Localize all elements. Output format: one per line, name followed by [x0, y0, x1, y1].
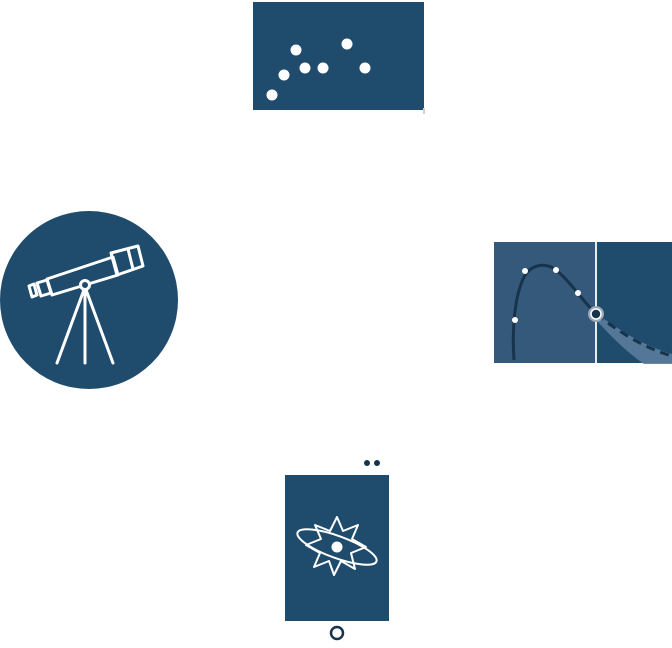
scatter-dot — [341, 38, 353, 50]
tablet-camera-dot — [374, 460, 380, 466]
tripod-leg-right — [83, 285, 115, 365]
curve-bg-left — [494, 242, 595, 363]
scatter-card-bg — [253, 2, 424, 110]
star-core — [331, 541, 343, 553]
telescope-eyepiece — [27, 282, 39, 299]
scatter-dot — [266, 89, 278, 101]
scatter-dot — [299, 62, 311, 74]
curve-highlight-point — [590, 308, 602, 320]
curve-dashed — [595, 312, 672, 358]
curve-point — [575, 290, 581, 296]
scatter-dot — [359, 62, 371, 74]
tripod-mount — [79, 279, 91, 291]
telescope-icon — [0, 211, 180, 391]
star-burst-icon — [305, 516, 367, 576]
curve-point — [522, 268, 528, 274]
scatter-card-tick — [423, 108, 425, 114]
tablet-camera-dot — [364, 460, 370, 466]
curve-point — [553, 267, 559, 273]
telescope-lens-band — [126, 247, 135, 271]
curve-point — [512, 317, 518, 323]
tablet-star-icon — [282, 455, 392, 645]
scatter-dot — [290, 44, 302, 56]
scatter-plot-icon — [253, 2, 425, 116]
scatter-dot — [278, 69, 290, 81]
tripod-leg-left — [55, 285, 87, 365]
scatter-dot — [317, 62, 329, 74]
light-curve-icon — [494, 242, 672, 364]
curve-divider — [595, 242, 597, 363]
tablet-home-button[interactable] — [329, 625, 345, 641]
orbit-ellipse — [296, 528, 378, 566]
